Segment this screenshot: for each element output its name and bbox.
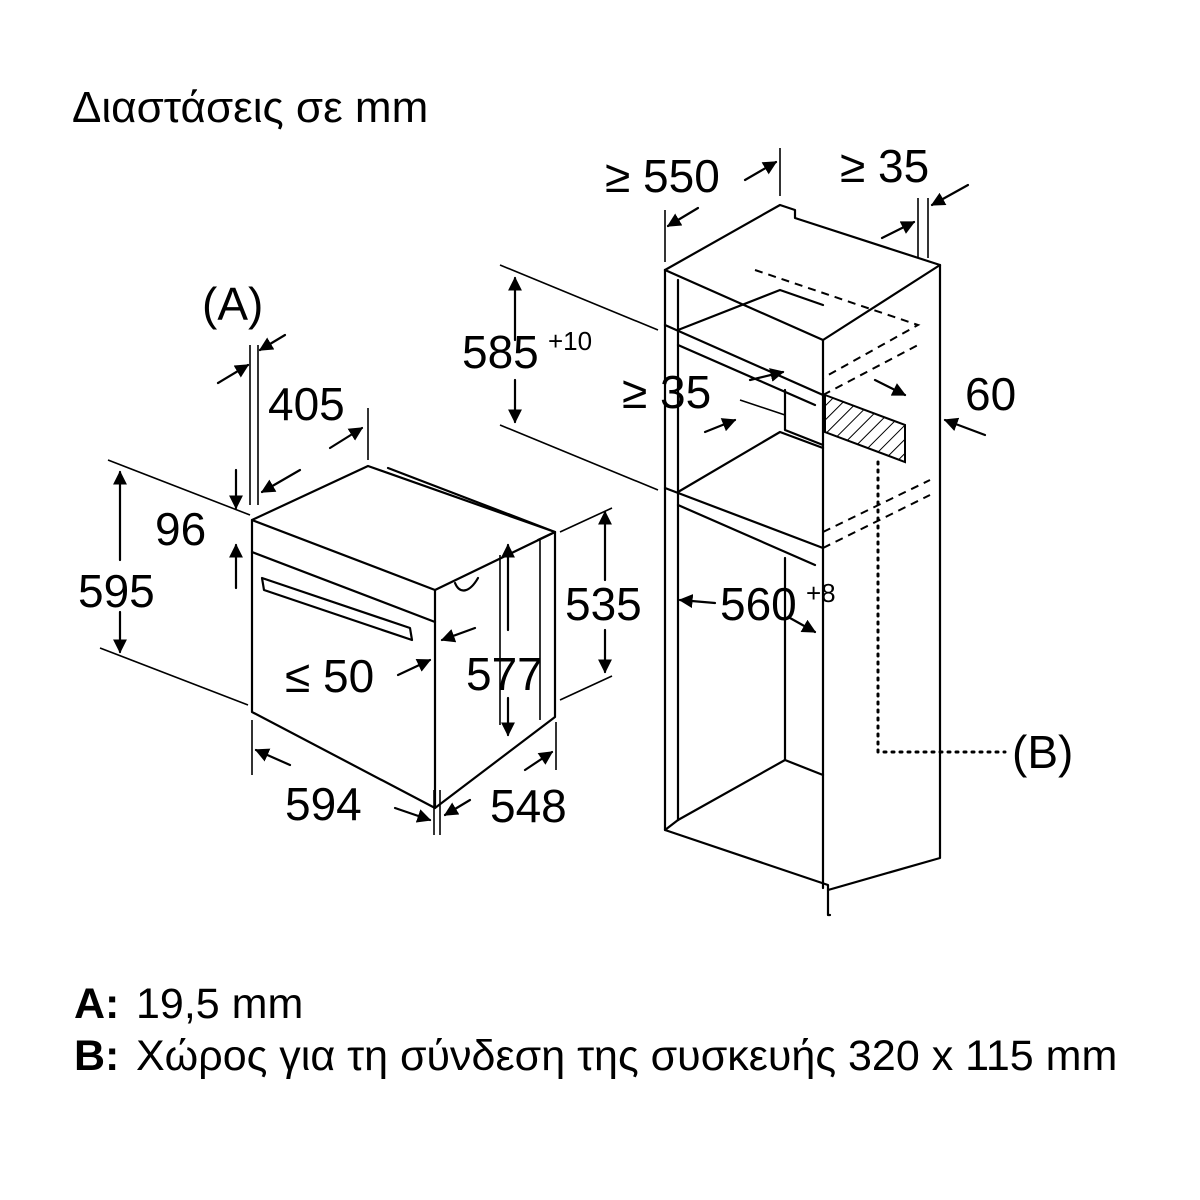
dim-ge35-top: ≥ 35	[840, 140, 929, 192]
dim-560-tolerance: +8	[806, 578, 836, 608]
legend-key-a: A:	[74, 980, 120, 1028]
dim-577: 577	[466, 648, 543, 700]
dim-ge35-mid-lines	[703, 368, 786, 434]
dim-585: 585	[462, 326, 539, 378]
dim-585-tolerance: +10	[548, 326, 592, 356]
dim-60-lines	[873, 378, 987, 437]
oven-body	[250, 464, 557, 810]
dim-96: 96	[155, 503, 206, 555]
dim-le50: ≤ 50	[285, 650, 374, 702]
dim-ge550-lines	[664, 148, 781, 262]
dim-594: 594	[285, 778, 362, 830]
dim-405-lines	[260, 408, 369, 494]
dim-ge35-mid: ≥ 35	[622, 366, 711, 418]
dim-ge550: ≥ 550	[605, 150, 720, 202]
dim-585-lines	[499, 264, 659, 491]
page-title: Διαστάσεις σε mm	[72, 83, 428, 132]
dim-560-lines	[678, 594, 817, 634]
legend-item-a: A: 19,5 mm	[74, 978, 1154, 1030]
dim-548: 548	[490, 780, 567, 832]
dim-le50-lines	[396, 626, 477, 677]
label-a: (A)	[202, 278, 263, 330]
dim-595: 595	[78, 565, 155, 617]
dim-535-lines	[559, 507, 613, 701]
cabinet-drawing: (B) ≥ 550 ≥ 35 585 +10	[462, 140, 1073, 917]
dim-560: 560	[720, 578, 797, 630]
gap-a-indicator	[216, 333, 287, 505]
cabinet-body	[663, 203, 1007, 917]
dim-405: 405	[268, 378, 345, 430]
dim-ge35-top-lines	[880, 183, 970, 258]
legend: A: 19,5 mm B: Χώρος για τη σύνδεση της σ…	[74, 978, 1154, 1082]
legend-item-b: B: Χώρος για τη σύνδεση της συσκευής 320…	[74, 1030, 1154, 1082]
legend-text-a: 19,5 mm	[136, 980, 304, 1028]
legend-text-b: Χώρος για τη σύνδεση της συσκευής 320 x …	[136, 1032, 1118, 1080]
oven-drawing: (A) 405 96 595 535	[78, 278, 642, 835]
dim-595-lines	[99, 459, 251, 706]
dim-60: 60	[965, 368, 1016, 420]
label-b: (B)	[1012, 726, 1073, 778]
dim-594-lines	[251, 720, 435, 835]
dim-535: 535	[565, 578, 642, 630]
legend-key-b: B:	[74, 1032, 120, 1080]
dim-548-lines	[439, 722, 557, 835]
